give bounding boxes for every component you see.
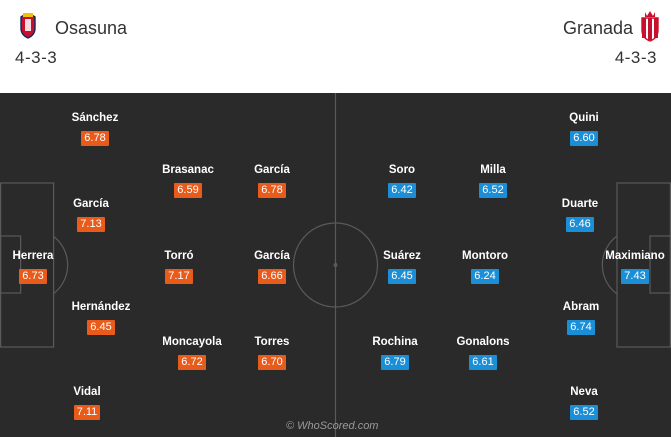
player-name: Suárez	[383, 250, 421, 262]
player-rating: 7.43	[621, 269, 649, 284]
home-formation: 4-3-3	[15, 48, 58, 67]
home-player-garcia-lb[interactable]: García 7.13	[46, 198, 136, 232]
player-rating: 6.59	[174, 183, 202, 198]
player-rating: 6.61	[469, 355, 497, 370]
player-rating: 6.78	[81, 131, 109, 146]
player-rating: 7.17	[165, 269, 193, 284]
away-player-abram[interactable]: Abram 6.74	[536, 301, 626, 335]
player-name: Montoro	[462, 250, 508, 262]
player-name: Quini	[569, 112, 599, 124]
away-player-milla[interactable]: Milla 6.52	[448, 164, 538, 198]
player-rating: 6.52	[479, 183, 507, 198]
player-rating: 7.11	[73, 405, 101, 420]
player-name: Torres	[254, 336, 290, 348]
player-name: García	[73, 198, 109, 210]
home-player-torres[interactable]: Torres 6.70	[227, 336, 317, 370]
away-player-quini[interactable]: Quini 6.60	[539, 112, 629, 146]
player-rating: 6.46	[566, 217, 594, 232]
player-name: Sánchez	[71, 112, 119, 124]
pitch-markings	[0, 93, 671, 437]
player-name: Brasanac	[162, 164, 214, 176]
away-player-duarte[interactable]: Duarte 6.46	[535, 198, 625, 232]
home-player-garcia-fw2[interactable]: García 6.66	[227, 250, 317, 284]
player-rating: 6.70	[258, 355, 286, 370]
home-player-moncayola[interactable]: Moncayola 6.72	[147, 336, 237, 370]
player-name: Gonalons	[456, 336, 510, 348]
away-player-soro[interactable]: Soro 6.42	[357, 164, 447, 198]
player-rating: 6.73	[19, 269, 47, 284]
player-name: Herrera	[12, 250, 54, 262]
player-name: Maximiano	[605, 250, 665, 262]
player-name: Neva	[570, 386, 598, 398]
player-name: Torró	[164, 250, 194, 262]
home-player-brasanac[interactable]: Brasanac 6.59	[143, 164, 233, 198]
granada-crest-icon	[639, 10, 661, 47]
watermark: © WhoScored.com	[286, 420, 379, 432]
away-formation: 4-3-3	[614, 48, 657, 67]
match-header: Osasuna 4-3-3 Granada 4-3-3	[0, 0, 671, 93]
player-rating: 6.52	[570, 405, 598, 420]
player-rating: 6.45	[87, 320, 115, 335]
away-player-maximiano[interactable]: Maximiano 7.43	[590, 250, 671, 284]
player-name: Hernández	[71, 301, 131, 313]
player-rating: 6.24	[471, 269, 499, 284]
home-player-torro[interactable]: Torró 7.17	[134, 250, 224, 284]
pitch: Herrera 6.73 Sánchez 6.78 García 7.13 He…	[0, 93, 671, 437]
player-rating: 6.45	[388, 269, 416, 284]
player-rating: 6.78	[258, 183, 286, 198]
home-player-vidal[interactable]: Vidal 7.11	[42, 386, 132, 420]
home-player-herrera[interactable]: Herrera 6.73	[0, 250, 78, 284]
player-rating: 6.74	[567, 320, 595, 335]
away-team-name: Granada	[562, 18, 633, 38]
player-rating: 7.13	[77, 217, 105, 232]
player-name: Rochina	[372, 336, 418, 348]
home-team-name: Osasuna	[55, 18, 128, 38]
player-name: García	[254, 250, 290, 262]
player-name: Soro	[388, 164, 416, 176]
player-name: Duarte	[561, 198, 599, 210]
player-name: Abram	[562, 301, 600, 313]
away-player-gonalons[interactable]: Gonalons 6.61	[438, 336, 528, 370]
player-name: Vidal	[73, 386, 101, 398]
player-rating: 6.42	[388, 183, 416, 198]
player-rating: 6.60	[570, 131, 598, 146]
player-name: Milla	[480, 164, 506, 176]
away-player-suarez[interactable]: Suárez 6.45	[357, 250, 447, 284]
player-rating: 6.66	[258, 269, 286, 284]
home-player-hernandez[interactable]: Hernández 6.45	[56, 301, 146, 335]
home-player-sanchez[interactable]: Sánchez 6.78	[50, 112, 140, 146]
player-rating: 6.72	[178, 355, 206, 370]
player-name: García	[254, 164, 290, 176]
player-name: Moncayola	[162, 336, 222, 348]
osasuna-crest-icon	[17, 10, 39, 45]
home-player-garcia-fw1[interactable]: García 6.78	[227, 164, 317, 198]
away-player-montoro[interactable]: Montoro 6.24	[440, 250, 530, 284]
away-player-rochina[interactable]: Rochina 6.79	[350, 336, 440, 370]
player-rating: 6.79	[381, 355, 409, 370]
away-player-neva[interactable]: Neva 6.52	[539, 386, 629, 420]
